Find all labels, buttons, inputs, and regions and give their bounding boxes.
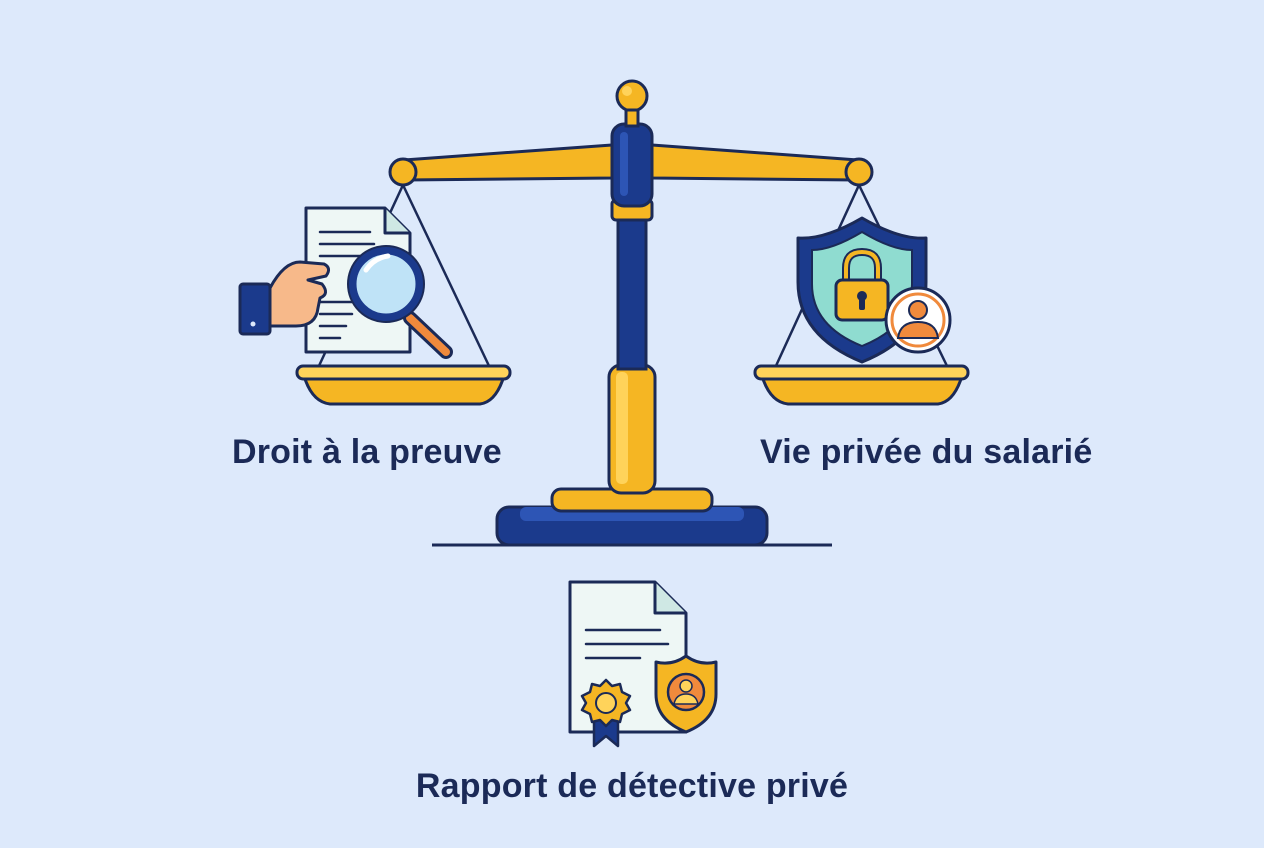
label-rapport-detective: Rapport de détective privé: [415, 767, 849, 805]
scale-base: [495, 487, 769, 547]
label-vie-privee: Vie privée du salarié: [760, 433, 1093, 471]
certificate-badge-icon: [568, 580, 718, 748]
document-magnifier-icon: [238, 206, 453, 359]
shield-lock-user-icon: [796, 216, 952, 364]
right-pan: [753, 364, 970, 406]
scale-column: [607, 198, 657, 495]
label-droit-preuve: Droit à la preuve: [232, 433, 502, 471]
scale-beam: [388, 79, 874, 208]
left-pan: [295, 364, 512, 406]
